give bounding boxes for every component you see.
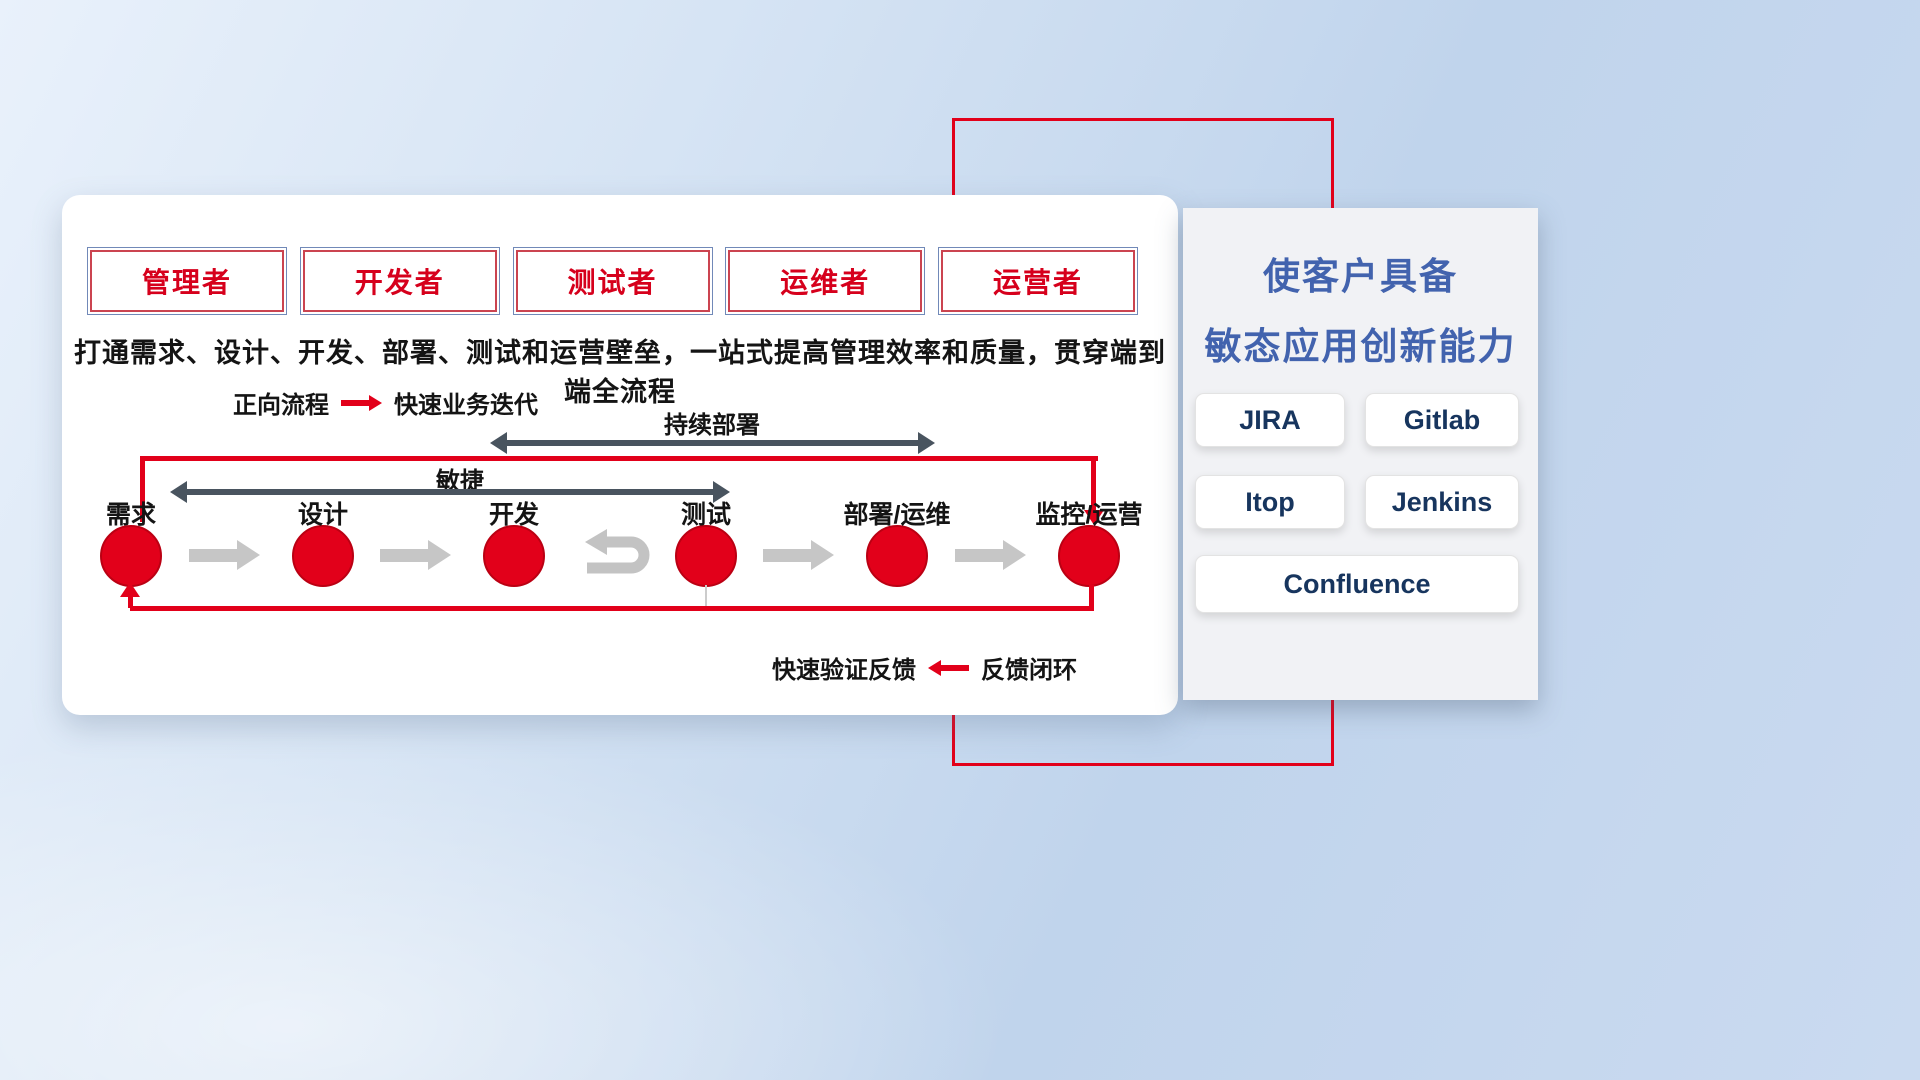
stage-circle [292, 525, 354, 587]
right-arrow-icon [341, 394, 382, 411]
agile-double-arrow-icon [170, 481, 730, 503]
role-box-developer: 开发者 [302, 250, 497, 312]
flow-stage-design: 设计 [263, 495, 383, 587]
feedback-legend-label: 快速验证反馈 [772, 657, 916, 684]
left-arrow-icon [928, 659, 969, 676]
forward-loop-top-line [140, 456, 1098, 461]
tool-button-jenkins[interactable]: Jenkins [1365, 475, 1519, 529]
stage-circle [675, 525, 737, 587]
role-box-manager: 管理者 [90, 250, 284, 312]
test-feedback-connector [705, 585, 707, 609]
continuous-deploy-double-arrow-icon [490, 432, 935, 454]
role-box-operator: 运营者 [941, 250, 1135, 312]
feedback-legend: 快速验证反馈 反馈闭环 [772, 650, 1077, 685]
flow-stage-testing: 测试 [646, 495, 766, 587]
tool-button-itop[interactable]: Itop [1195, 475, 1345, 529]
role-box-row: 管理者 开发者 测试者 运维者 运营者 [90, 250, 1135, 312]
flow-stage-deploy-ops: 部署/运维 [837, 495, 957, 587]
stage-label: 监控/运营 [1035, 501, 1143, 529]
stage-circle [866, 525, 928, 587]
forward-legend-label: 正向流程 [233, 392, 329, 419]
role-label: 开发者 [354, 267, 445, 298]
flow-stage-development: 开发 [454, 495, 574, 587]
continuous-deploy-label: 持续部署 [664, 412, 760, 439]
role-label: 运维者 [780, 267, 871, 298]
forward-legend: 正向流程 快速业务迭代 [233, 385, 538, 420]
flow-arrow-icon [955, 540, 1026, 570]
role-label: 运营者 [992, 267, 1083, 298]
feedback-loop-left-line [128, 595, 133, 608]
stage-circle [100, 525, 162, 587]
stage-label: 开发 [488, 501, 539, 529]
tool-button-gitlab[interactable]: Gitlab [1365, 393, 1519, 447]
forward-loop-arrowhead-icon [1084, 510, 1104, 525]
tool-button-confluence[interactable]: Confluence [1195, 555, 1519, 613]
flow-stage-monitor-ops: 监控/运营 [1029, 495, 1149, 587]
feedback-loop-bottom-line [130, 606, 1094, 611]
feedback-loop-arrowhead-icon [120, 582, 140, 597]
forward-legend-desc: 快速业务迭代 [394, 392, 538, 419]
benefits-panel: 使客户具备 敏态应用创新能力 JIRA Gitlab Itop Jenkins … [1183, 208, 1538, 700]
main-card: 管理者 开发者 测试者 运维者 运营者 打通需求、设计、开发、部署、测试和运营壁… [62, 195, 1178, 715]
stage-circle [1058, 525, 1120, 587]
feedback-legend-desc: 反馈闭环 [981, 657, 1077, 684]
role-label: 测试者 [567, 267, 658, 298]
stage-label: 设计 [297, 501, 348, 529]
tool-button-jira[interactable]: JIRA [1195, 393, 1345, 447]
panel-title-line1: 使客户具备 [1263, 256, 1458, 297]
panel-title-line2: 敏态应用创新能力 [1204, 326, 1517, 367]
role-box-tester: 测试者 [515, 250, 710, 312]
flow-arrow-icon [763, 540, 834, 570]
feedback-loop-right-line [1089, 585, 1094, 608]
stage-label: 部署/运维 [843, 501, 951, 529]
flow-arrow-icon [189, 540, 260, 570]
card-subtitle: 打通需求、设计、开发、部署、测试和运营壁垒，一站式提高管理效率和质量，贯穿端到端… [74, 338, 1166, 407]
forward-loop-left-line [140, 456, 145, 522]
iteration-uturn-arrow-icon [579, 528, 653, 587]
forward-loop-right-line [1091, 456, 1096, 512]
stage-label: 需求 [105, 501, 156, 529]
flow-arrow-icon [380, 540, 451, 570]
stage-circle [483, 525, 545, 587]
stage-label: 测试 [680, 501, 731, 529]
flow-stage-requirements: 需求 [71, 495, 191, 587]
role-box-ops: 运维者 [728, 250, 923, 312]
role-label: 管理者 [141, 267, 232, 298]
